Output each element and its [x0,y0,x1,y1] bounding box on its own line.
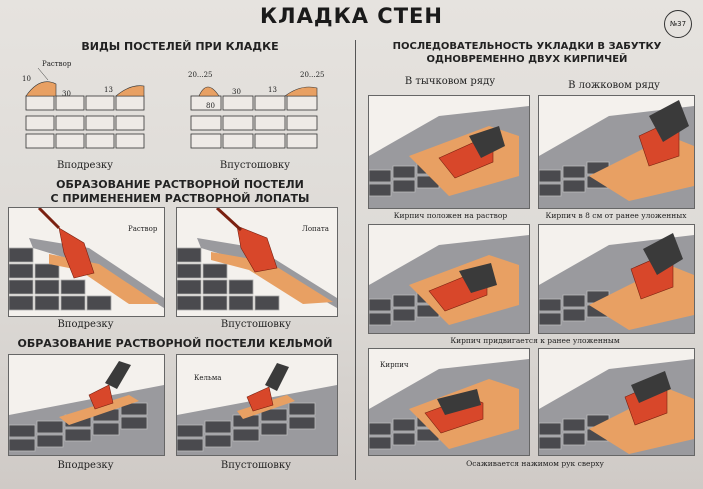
caption-trowel-hollow: Впустошовку [220,460,292,471]
panel-trowel-undercut [8,354,165,456]
dim-c-hollow: 80 [206,102,215,110]
dim-e-hollow: 20...25 [300,71,325,79]
caption-hollow: Впустошовку [219,160,291,171]
page-title: КЛАДКА СТЕН [260,4,443,28]
right-heading: ПОСЛЕДОВАТЕЛЬНОСТЬ УКЛАДКИ В ЗАБУТКУ ОДН… [362,40,692,66]
section-heading-bed-types: ВИДЫ ПОСТЕЛЕЙ ПРИ КЛАДКЕ [81,40,279,53]
label-brick: Кирпич [380,361,409,369]
dim-c: 13 [104,86,113,94]
panel-stretcher-row-step3 [538,348,695,456]
dim-a: 10 [22,75,31,83]
dim-d-hollow: 13 [268,86,277,94]
right-heading-line1: ПОСЛЕДОВАТЕЛЬНОСТЬ УКЛАДКИ В ЗАБУТКУ [392,41,662,52]
column-label-stretcher-row: В ложковом ряду [568,80,660,91]
panel-stretcher-row-step2 [538,224,695,334]
caption-undercut: Вподрезку [56,160,114,171]
panel-shovel-undercut [8,207,165,317]
dim-a-hollow: 20...25 [188,71,213,79]
label-shovel: Лопата [302,225,329,233]
caption-trowel-undercut: Вподрезку [57,460,114,471]
panel-trowel-hollow [176,354,338,456]
dim-b-hollow: 30 [232,88,241,96]
caption-row3: Осаживается нажимом рук сверху [466,459,604,468]
label-mortar: Раствор [42,60,72,68]
panel-header-row-step1 [368,95,530,209]
sheet-number-badge: №37 [664,10,692,38]
panel-stretcher-row-step1 [538,95,695,209]
caption-row1-left: Кирпич положен на раствор [393,211,508,220]
column-label-header-row: В тычковом ряду [404,76,496,87]
right-heading-line2: ОДНОВРЕМЕННО ДВУХ КИРПИЧЕЙ [426,54,628,65]
dim-b: 30 [62,90,71,98]
caption-shovel-undercut: Вподрезку [57,319,114,330]
section-heading-shovel-line2: С ПРИМЕНЕНИЕМ РАСТВОРНОЙ ЛОПАТЫ [50,192,310,205]
section-heading-shovel: ОБРАЗОВАНИЕ РАСТВОРНОЙ ПОСТЕЛИ С ПРИМЕНЕ… [20,178,340,206]
caption-row2: Кирпич придвигается к ранее уложенным [450,336,620,345]
column-divider [355,40,356,480]
diagram-bed-undercut [25,67,145,149]
panel-header-row-step2 [368,224,530,334]
label-trowel: Кельма [194,374,222,382]
section-heading-trowel: ОБРАЗОВАНИЕ РАСТВОРНОЙ ПОСТЕЛИ КЕЛЬМОЙ [17,337,333,350]
diagram-bed-hollow [190,86,318,149]
panel-shovel-hollow [176,207,338,317]
caption-shovel-hollow: Впустошовку [220,319,292,330]
panel-header-row-step3 [368,348,530,456]
label-mortar-shovel: Раствор [128,225,158,233]
caption-row1-right: Кирпич в 8 см от ранее уложенных [545,211,687,220]
section-heading-shovel-line1: ОБРАЗОВАНИЕ РАСТВОРНОЙ ПОСТЕЛИ [56,178,304,191]
